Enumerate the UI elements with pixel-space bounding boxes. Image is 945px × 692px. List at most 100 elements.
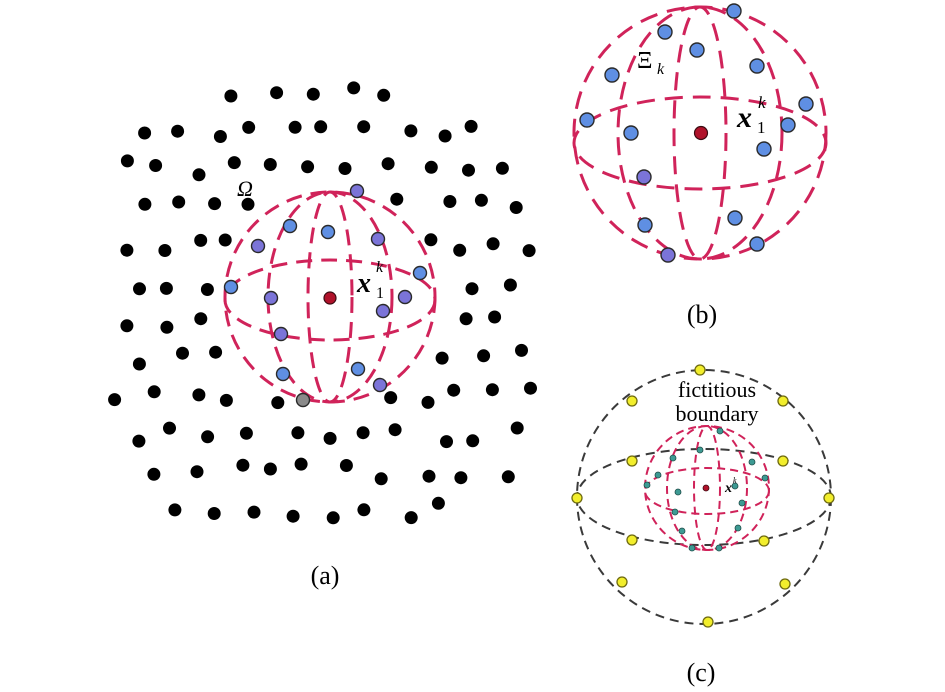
subdomain-node	[636, 169, 652, 185]
background-node	[286, 509, 300, 523]
subdomain-node	[637, 217, 653, 233]
background-node	[158, 244, 172, 257]
subdomain-node	[250, 238, 266, 254]
background-node	[459, 312, 473, 326]
background-node	[339, 459, 353, 472]
subdomain-label-xi-sub: k	[657, 61, 665, 78]
background-node	[227, 156, 241, 170]
fictitious-boundary-node	[694, 364, 706, 376]
inner-node-c	[748, 458, 756, 466]
background-node	[390, 192, 404, 206]
subdomain-nodes-a	[223, 183, 428, 408]
center-label-a-base: x	[356, 268, 371, 299]
center-label-b-base: x	[736, 101, 752, 134]
fictitious-equator	[576, 448, 832, 546]
subdomain-node	[349, 183, 365, 199]
background-node	[171, 124, 185, 138]
background-node	[132, 434, 146, 448]
background-node	[431, 496, 445, 510]
background-node	[207, 507, 221, 520]
center-node-a	[323, 291, 337, 305]
background-node	[120, 319, 134, 333]
background-node	[474, 193, 488, 207]
background-node	[374, 472, 388, 486]
subdomain-node	[223, 279, 239, 295]
subdomain-node	[295, 392, 311, 408]
background-node	[306, 87, 320, 101]
background-node	[356, 426, 370, 440]
background-node	[163, 421, 176, 435]
inner-node-c	[669, 454, 677, 462]
subdomain-node	[726, 3, 742, 19]
inner-node-c	[671, 508, 679, 516]
inner-node-c	[678, 527, 686, 535]
center-label-a-sup: k	[376, 259, 384, 276]
background-node	[464, 119, 478, 133]
background-node	[201, 430, 215, 444]
background-node	[515, 343, 528, 357]
background-node	[218, 233, 232, 247]
background-node	[147, 467, 161, 481]
background-node	[501, 470, 515, 484]
fictitious-boundary-node	[777, 395, 789, 407]
background-node	[447, 383, 461, 397]
subdomain-meridian-outer	[266, 190, 394, 404]
background-node	[172, 195, 186, 209]
caption-c: (c)	[687, 658, 716, 687]
background-node	[357, 120, 371, 134]
background-node	[242, 120, 256, 134]
background-node	[168, 503, 182, 517]
fictitious-boundary-node	[626, 395, 638, 407]
subdomain-node	[275, 366, 291, 382]
background-node	[224, 89, 238, 103]
local-subdomain-sphere-b	[572, 5, 828, 261]
subdomain-node	[370, 231, 386, 247]
background-node	[488, 310, 502, 324]
subdomain-node	[372, 377, 388, 393]
background-node	[132, 357, 146, 371]
background-node	[453, 243, 467, 257]
subdomain-meridian-outer-b	[616, 5, 784, 261]
background-node	[149, 159, 163, 172]
background-node	[338, 162, 352, 175]
background-node	[465, 282, 479, 296]
background-node	[208, 197, 222, 211]
inner-node-c	[716, 427, 724, 435]
inner-equator-c	[644, 467, 770, 515]
background-node	[377, 88, 391, 102]
background-node	[509, 201, 523, 214]
subdomain-meridian-inner-b	[672, 5, 728, 261]
background-node	[138, 126, 152, 140]
subdomain-nodes-b	[579, 3, 814, 263]
inner-node-c	[734, 524, 742, 532]
subdomain-node	[579, 112, 595, 128]
caption-b: (b)	[687, 300, 717, 329]
subdomain-equator-b	[572, 95, 828, 191]
inner-subdomain-sphere-c	[644, 425, 770, 551]
background-node	[159, 281, 173, 295]
background-node	[424, 160, 438, 174]
background-node	[160, 320, 174, 334]
background-node	[209, 345, 223, 359]
subdomain-node	[749, 58, 765, 74]
panel-b: Ξ k x 1 k (b)	[572, 3, 828, 329]
background-node	[524, 381, 537, 395]
background-node	[147, 385, 161, 399]
background-node	[120, 154, 134, 168]
inner-node-c	[654, 471, 662, 479]
background-node	[138, 197, 152, 211]
subdomain-node	[320, 224, 336, 240]
background-node	[384, 391, 398, 405]
subdomain-node	[727, 210, 743, 226]
inner-meridian-outer-c	[666, 425, 748, 551]
background-node	[194, 312, 208, 326]
background-node	[435, 351, 449, 365]
inner-nodes-c	[643, 427, 769, 552]
background-node	[347, 81, 361, 95]
inner-node-c	[738, 499, 746, 507]
background-node	[294, 457, 308, 471]
fictitious-boundary-node	[626, 534, 638, 546]
background-node	[314, 120, 328, 134]
background-node	[120, 243, 134, 257]
